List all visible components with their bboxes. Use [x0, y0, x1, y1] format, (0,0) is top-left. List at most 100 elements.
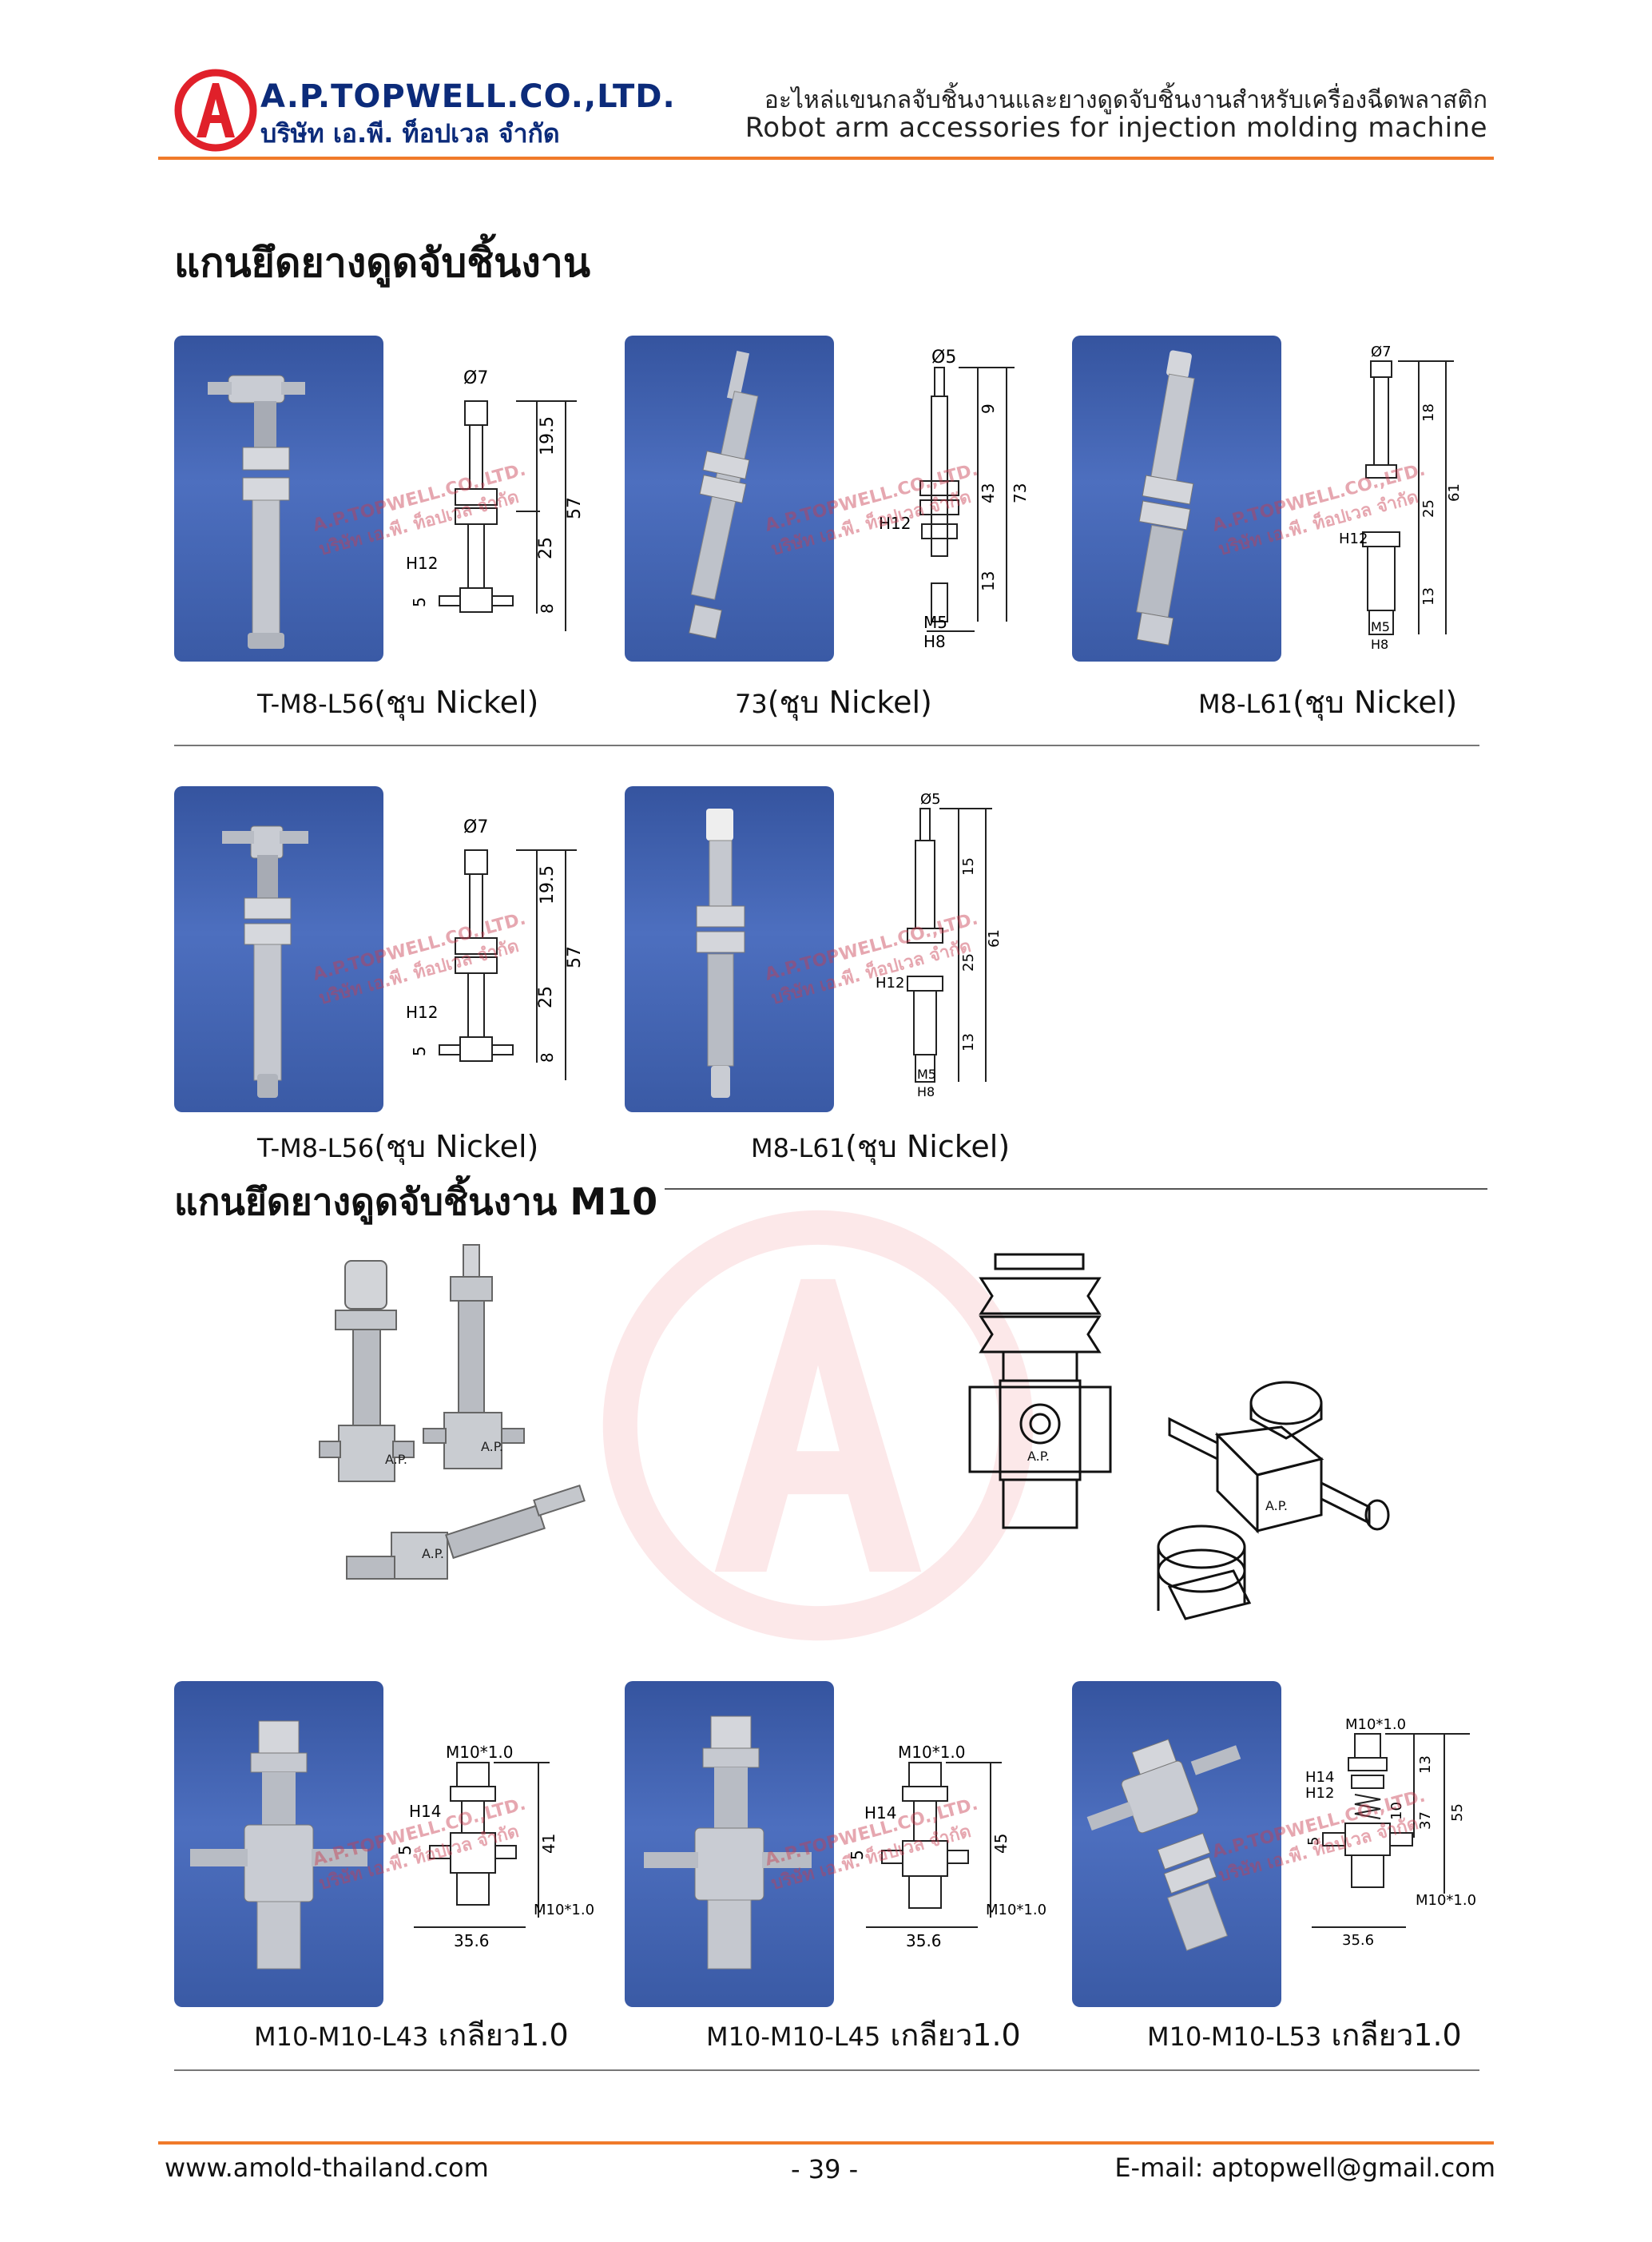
page-number: - 39 -: [791, 2154, 859, 2184]
product-photo: [1072, 1681, 1281, 2007]
product-caption: M10-M10-L43 เกลียว1.0: [254, 2010, 569, 2059]
product-photo: [625, 786, 834, 1112]
svg-text:A.P.: A.P.: [481, 1439, 503, 1454]
product-drawing: M10*1.0 H14 H12 13 10 55 37 5 M10*1.0 35…: [1305, 1718, 1476, 1949]
product-drawing: Ø7 18 61 25 H12 13 M5 H8: [1339, 344, 1462, 652]
footer-email-link[interactable]: E-mail: aptopwell@gmail.com: [1114, 2153, 1495, 2183]
svg-text:8: 8: [538, 1052, 557, 1063]
svg-text:H14: H14: [864, 1803, 897, 1823]
product-thread: เกลียว1.0: [1331, 2017, 1462, 2053]
product-finish: (ชุบ Nickel): [1293, 685, 1458, 720]
company-name-en: A.P.TOPWELL.CO.,LTD.: [260, 78, 676, 115]
product-drawing: Ø5 9 43 73 H12 13 M5 H8: [879, 348, 1030, 651]
svg-text:25: 25: [536, 986, 556, 1008]
svg-text:A.P.: A.P.: [422, 1546, 444, 1561]
svg-text:35.6: 35.6: [906, 1931, 942, 1950]
svg-text:73: 73: [1011, 483, 1030, 503]
svg-text:37: 37: [1417, 1811, 1434, 1830]
header-tagline-en: Robot arm accessories for injection mold…: [745, 112, 1487, 144]
product-caption: 73(ชุบ Nickel): [735, 678, 932, 726]
svg-text:H12: H12: [876, 975, 904, 992]
product-drawing: Ø5 15 61 25 H12 13 M5 H8: [876, 791, 1003, 1099]
product-drawing: M10*1.0 H14 45 5 M10*1.0 35.6: [850, 1743, 1046, 1950]
svg-text:9: 9: [979, 403, 998, 414]
product-caption: T-M8-L56(ชุบ Nickel): [257, 1122, 538, 1171]
svg-text:M10*1.0: M10*1.0: [534, 1902, 594, 1918]
product-photo: [1072, 336, 1281, 662]
svg-text:H14: H14: [409, 1802, 442, 1821]
svg-text:5: 5: [410, 1046, 429, 1056]
svg-text:A.P.: A.P.: [1027, 1449, 1050, 1464]
svg-text:Ø7: Ø7: [463, 368, 488, 388]
company-name-th: บริษัท เอ.พี. ท็อปเวล จำกัด: [260, 118, 560, 149]
svg-text:H12: H12: [406, 554, 439, 573]
svg-text:H12: H12: [1339, 531, 1368, 547]
svg-text:Ø5: Ø5: [920, 791, 941, 808]
product-code: 73: [735, 689, 768, 719]
svg-text:19.5: 19.5: [538, 865, 558, 904]
svg-text:5: 5: [398, 1845, 415, 1855]
product-finish: (ชุบ Nickel): [767, 685, 932, 720]
product-finish: (ชุบ Nickel): [374, 685, 539, 720]
svg-text:H14: H14: [1305, 1769, 1334, 1786]
svg-text:A.P.: A.P.: [1265, 1498, 1288, 1513]
product-photo: [174, 1681, 383, 2007]
svg-text:H12: H12: [406, 1003, 439, 1022]
header-divider: [158, 157, 1494, 160]
product-finish: (ชุบ Nickel): [845, 1129, 1011, 1164]
svg-text:57: 57: [565, 946, 585, 968]
svg-text:18: 18: [1420, 403, 1437, 422]
footer-divider: [158, 2141, 1494, 2145]
product-drawing: Ø7 19.5 57 25 H12 5 8: [406, 368, 585, 631]
product-drawing: M10*1.0 H14 41 5 M10*1.0 35.6: [398, 1743, 594, 1950]
svg-text:H8: H8: [923, 632, 946, 651]
footer-website-link[interactable]: www.amold-thailand.com: [165, 2153, 489, 2183]
svg-text:M10*1.0: M10*1.0: [446, 1743, 514, 1762]
product-code: M8-L61: [1198, 689, 1293, 719]
company-logo: [174, 69, 257, 152]
product-drawing: Ø7 19.5 57 25 H12 5 8: [406, 817, 585, 1080]
svg-text:Ø5: Ø5: [931, 348, 956, 368]
svg-text:M10*1.0: M10*1.0: [986, 1902, 1046, 1918]
background-logo-watermark: [602, 1210, 1034, 1641]
svg-text:15: 15: [960, 857, 977, 876]
product-caption: M10-M10-L53 เกลียว1.0: [1147, 2010, 1462, 2059]
svg-text:M5: M5: [917, 1067, 936, 1082]
svg-text:35.6: 35.6: [1342, 1932, 1374, 1949]
svg-text:25: 25: [536, 537, 556, 559]
svg-text:61: 61: [1446, 483, 1462, 502]
svg-text:H12: H12: [1305, 1785, 1334, 1802]
product-code: M10-M10-L53: [1147, 2021, 1322, 2052]
product-caption: M8-L61(ชุบ Nickel): [751, 1122, 1010, 1171]
svg-text:M10*1.0: M10*1.0: [1416, 1892, 1476, 1909]
product-code: M10-M10-L45: [706, 2021, 881, 2052]
product-code: T-M8-L56: [257, 689, 375, 719]
svg-text:41: 41: [539, 1834, 558, 1854]
svg-text:19.5: 19.5: [538, 416, 558, 455]
svg-text:55: 55: [1449, 1803, 1466, 1822]
svg-text:M10*1.0: M10*1.0: [1345, 1718, 1406, 1733]
svg-text:M5: M5: [1371, 619, 1390, 634]
product-photo: [625, 336, 834, 662]
m10-front-drawing: A.P.: [968, 1253, 1112, 1529]
product-thread: เกลียว1.0: [438, 2017, 569, 2053]
svg-text:10: 10: [1388, 1802, 1405, 1820]
product-finish: (ชุบ Nickel): [374, 1129, 539, 1164]
svg-text:M5: M5: [923, 613, 947, 632]
svg-text:57: 57: [565, 497, 585, 519]
svg-text:61: 61: [986, 929, 1003, 948]
svg-text:25: 25: [1420, 499, 1437, 518]
m10-isometric-drawing: A.P.: [1157, 1381, 1390, 1620]
svg-text:A.P.: A.P.: [385, 1452, 407, 1467]
svg-text:5: 5: [410, 597, 429, 607]
product-photo: [625, 1681, 834, 2007]
svg-text:H8: H8: [1371, 637, 1388, 652]
row-divider: [174, 2069, 1479, 2071]
section-title: แกนยึดยางดูดจับชิ้นงาน M10: [174, 1180, 658, 1223]
svg-text:5: 5: [850, 1850, 867, 1860]
svg-text:25: 25: [960, 953, 977, 972]
product-code: T-M8-L56: [257, 1133, 375, 1163]
product-code: M10-M10-L43: [254, 2021, 429, 2052]
svg-text:43: 43: [979, 483, 998, 503]
svg-text:8: 8: [538, 603, 557, 614]
